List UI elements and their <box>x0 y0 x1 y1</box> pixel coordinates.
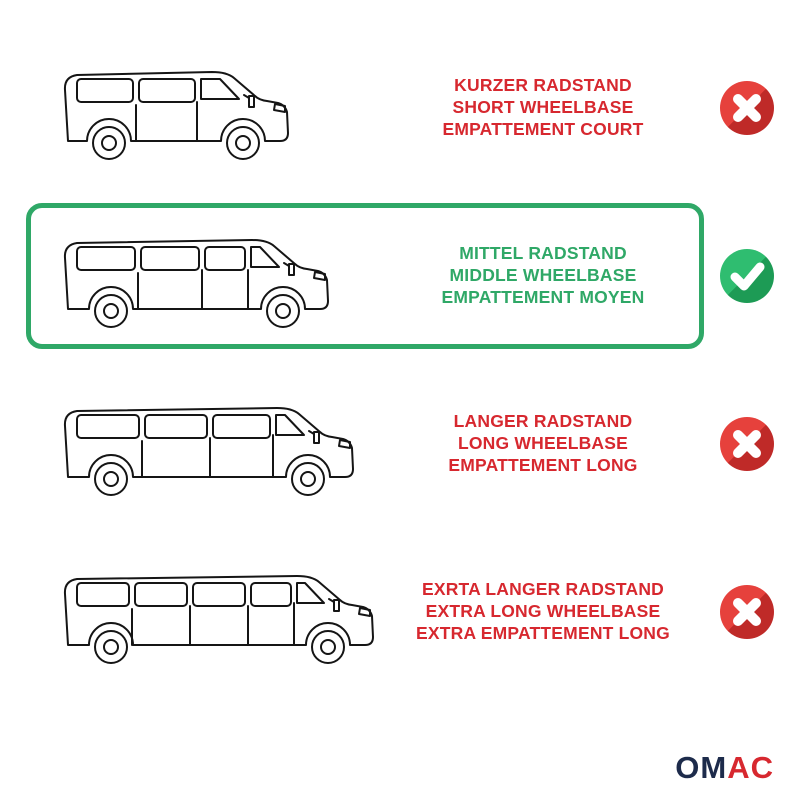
label-line: EXTRA LONG WHEELBASE <box>425 601 661 622</box>
van-illustration-extra-long <box>47 556 382 668</box>
van-illustration-middle <box>47 220 337 332</box>
option-box-extra-long: EXRTA LANGER RADSTAND EXTRA LONG WHEELBA… <box>26 539 704 685</box>
van-illustration-long <box>47 388 362 500</box>
omac-logo: OMAC <box>675 750 774 786</box>
logo-text-om: OM <box>675 750 728 785</box>
option-box-middle-selected: MITTEL RADSTAND MIDDLE WHEELBASE EMPATTE… <box>26 203 704 349</box>
option-labels-extra-long: EXRTA LANGER RADSTAND EXTRA LONG WHEELBA… <box>393 579 693 645</box>
label-line: KURZER RADSTAND <box>454 75 632 96</box>
label-line: LONG WHEELBASE <box>457 433 629 454</box>
option-rows: KURZER RADSTAND SHORT WHEELBASE EMPATTEM… <box>0 24 800 696</box>
option-row-short-wheelbase: KURZER RADSTAND SHORT WHEELBASE EMPATTEM… <box>0 24 800 192</box>
option-row-long-wheelbase: LANGER RADSTAND LONG WHEELBASE EMPATTEME… <box>0 360 800 528</box>
option-box-long: LANGER RADSTAND LONG WHEELBASE EMPATTEME… <box>26 371 704 517</box>
label-line: EMPATTEMENT MOYEN <box>441 286 645 307</box>
label-line: LANGER RADSTAND <box>453 411 633 432</box>
label-line: EXTRA EMPATTEMENT LONG <box>416 622 670 643</box>
label-line: MIDDLE WHEELBASE <box>449 265 637 286</box>
x-icon <box>720 417 774 471</box>
label-line: EMPATTEMENT COURT <box>442 118 644 139</box>
label-line: EMPATTEMENT LONG <box>448 454 638 475</box>
option-labels-middle: MITTEL RADSTAND MIDDLE WHEELBASE EMPATTE… <box>393 243 693 309</box>
x-icon <box>720 81 774 135</box>
option-labels-short: KURZER RADSTAND SHORT WHEELBASE EMPATTEM… <box>393 75 693 141</box>
option-row-middle-wheelbase: MITTEL RADSTAND MIDDLE WHEELBASE EMPATTE… <box>0 192 800 360</box>
logo-text-ac: AC <box>727 750 774 785</box>
option-labels-long: LANGER RADSTAND LONG WHEELBASE EMPATTEME… <box>393 411 693 477</box>
label-line: MITTEL RADSTAND <box>459 243 627 264</box>
check-icon <box>720 249 774 303</box>
label-line: SHORT WHEELBASE <box>452 97 634 118</box>
x-icon <box>720 585 774 639</box>
option-row-extra-long-wheelbase: EXRTA LANGER RADSTAND EXTRA LONG WHEELBA… <box>0 528 800 696</box>
label-line: EXRTA LANGER RADSTAND <box>421 579 665 600</box>
van-illustration-short <box>47 52 297 164</box>
option-box-short: KURZER RADSTAND SHORT WHEELBASE EMPATTEM… <box>26 35 704 181</box>
